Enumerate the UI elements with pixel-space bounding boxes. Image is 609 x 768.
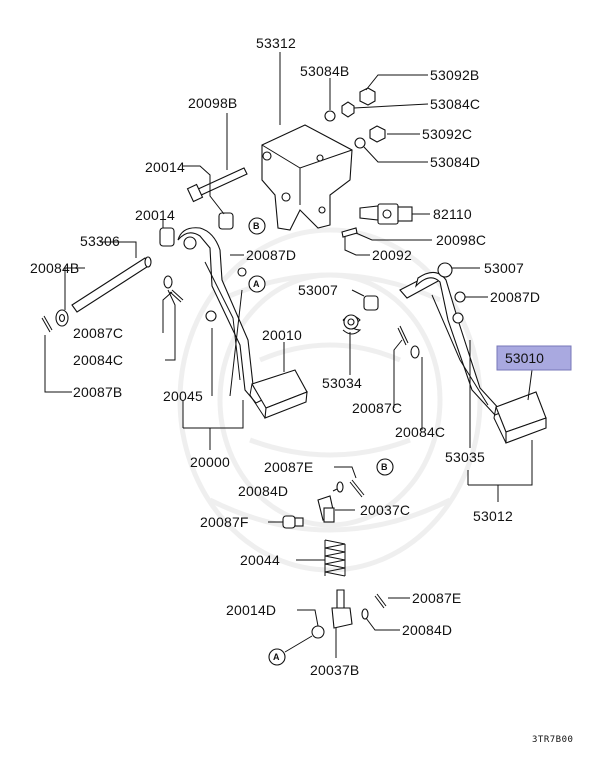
label-53034[interactable]: 53034 — [322, 375, 362, 391]
pushrod-clevis-20037C — [317, 479, 365, 523]
label-20098C[interactable]: 20098C — [436, 232, 486, 248]
brake-pedal — [399, 262, 547, 444]
label-20014-a[interactable]: 20014 — [145, 159, 185, 175]
label-53084D[interactable]: 53084D — [430, 154, 480, 170]
bolt-20098B — [186, 167, 248, 203]
label-20037B[interactable]: 20037B — [310, 662, 359, 678]
ref-a-marker-2: A — [273, 652, 280, 662]
label-20014D[interactable]: 20014D — [226, 602, 276, 618]
pedal-shaft — [71, 256, 152, 313]
label-20044[interactable]: 20044 — [240, 552, 280, 568]
label-53007-b[interactable]: 53007 — [298, 282, 338, 298]
bushing-20014 — [159, 212, 234, 247]
label-53084B[interactable]: 53084B — [300, 63, 349, 79]
part-labels: 53312 53084B 53092B 53084C 20098B 53092C… — [30, 35, 544, 678]
return-spring-20044 — [324, 539, 346, 577]
label-20010[interactable]: 20010 — [262, 327, 302, 343]
label-53306[interactable]: 53306 — [80, 233, 120, 249]
label-82110[interactable]: 82110 — [433, 206, 472, 222]
label-53092B[interactable]: 53092B — [430, 67, 479, 83]
label-53035[interactable]: 53035 — [445, 449, 485, 465]
ref-a-marker-1: A — [253, 279, 260, 289]
clevis-pin-20087F — [282, 515, 304, 529]
label-20098B[interactable]: 20098B — [188, 95, 237, 111]
label-53007-a[interactable]: 53007 — [484, 260, 524, 276]
label-20087E-b[interactable]: 20087E — [412, 590, 461, 606]
highlight-53010 — [496, 345, 572, 371]
label-20084D-a[interactable]: 20084D — [238, 483, 288, 499]
label-20087E-a[interactable]: 20087E — [264, 459, 313, 475]
spring-53034 — [342, 314, 362, 335]
label-20087F[interactable]: 20087F — [200, 514, 249, 530]
pedal-bracket — [261, 124, 353, 231]
label-20084D-b[interactable]: 20084D — [402, 622, 452, 638]
label-20045[interactable]: 20045 — [163, 388, 203, 404]
label-20084C-b[interactable]: 20084C — [395, 424, 445, 440]
label-53312[interactable]: 53312 — [256, 35, 296, 51]
label-20084C-a[interactable]: 20084C — [73, 352, 123, 368]
label-53084C[interactable]: 53084C — [430, 96, 480, 112]
ref-b-marker-2: B — [381, 462, 388, 472]
label-53010[interactable]: 53010 — [505, 350, 544, 366]
label-20087C-b[interactable]: 20087C — [352, 400, 402, 416]
label-53012[interactable]: 53012 — [473, 508, 513, 524]
label-20000[interactable]: 20000 — [190, 454, 230, 470]
watermark — [177, 227, 483, 573]
label-20087C-a[interactable]: 20087C — [73, 325, 123, 341]
cotter-pins-left — [41, 289, 184, 333]
bolt-20087D-right — [454, 291, 466, 303]
diagram-code: 3TR7B00 — [532, 735, 573, 745]
label-20037C[interactable]: 20037C — [360, 502, 410, 518]
cotter-pins-mid — [397, 325, 420, 359]
washers-left — [55, 275, 173, 327]
label-20087D-b[interactable]: 20087D — [490, 289, 540, 305]
clutch-pedal — [177, 227, 308, 419]
label-20084B[interactable]: 20084B — [30, 260, 79, 276]
ref-markers: B A B A — [248, 217, 394, 666]
label-20014-b[interactable]: 20014 — [135, 207, 175, 223]
leader-lines — [44, 52, 533, 658]
label-20092[interactable]: 20092 — [372, 247, 412, 263]
label-20087D-a[interactable]: 20087D — [246, 247, 296, 263]
ref-b-marker-1: B — [253, 221, 260, 231]
clevis-20037B — [311, 589, 387, 639]
bushing-53007-mid — [363, 295, 379, 311]
nuts-washers-top — [324, 87, 386, 149]
label-20087B[interactable]: 20087B — [73, 384, 122, 400]
label-53092C[interactable]: 53092C — [422, 126, 472, 142]
stop-lamp-switch — [359, 203, 413, 225]
